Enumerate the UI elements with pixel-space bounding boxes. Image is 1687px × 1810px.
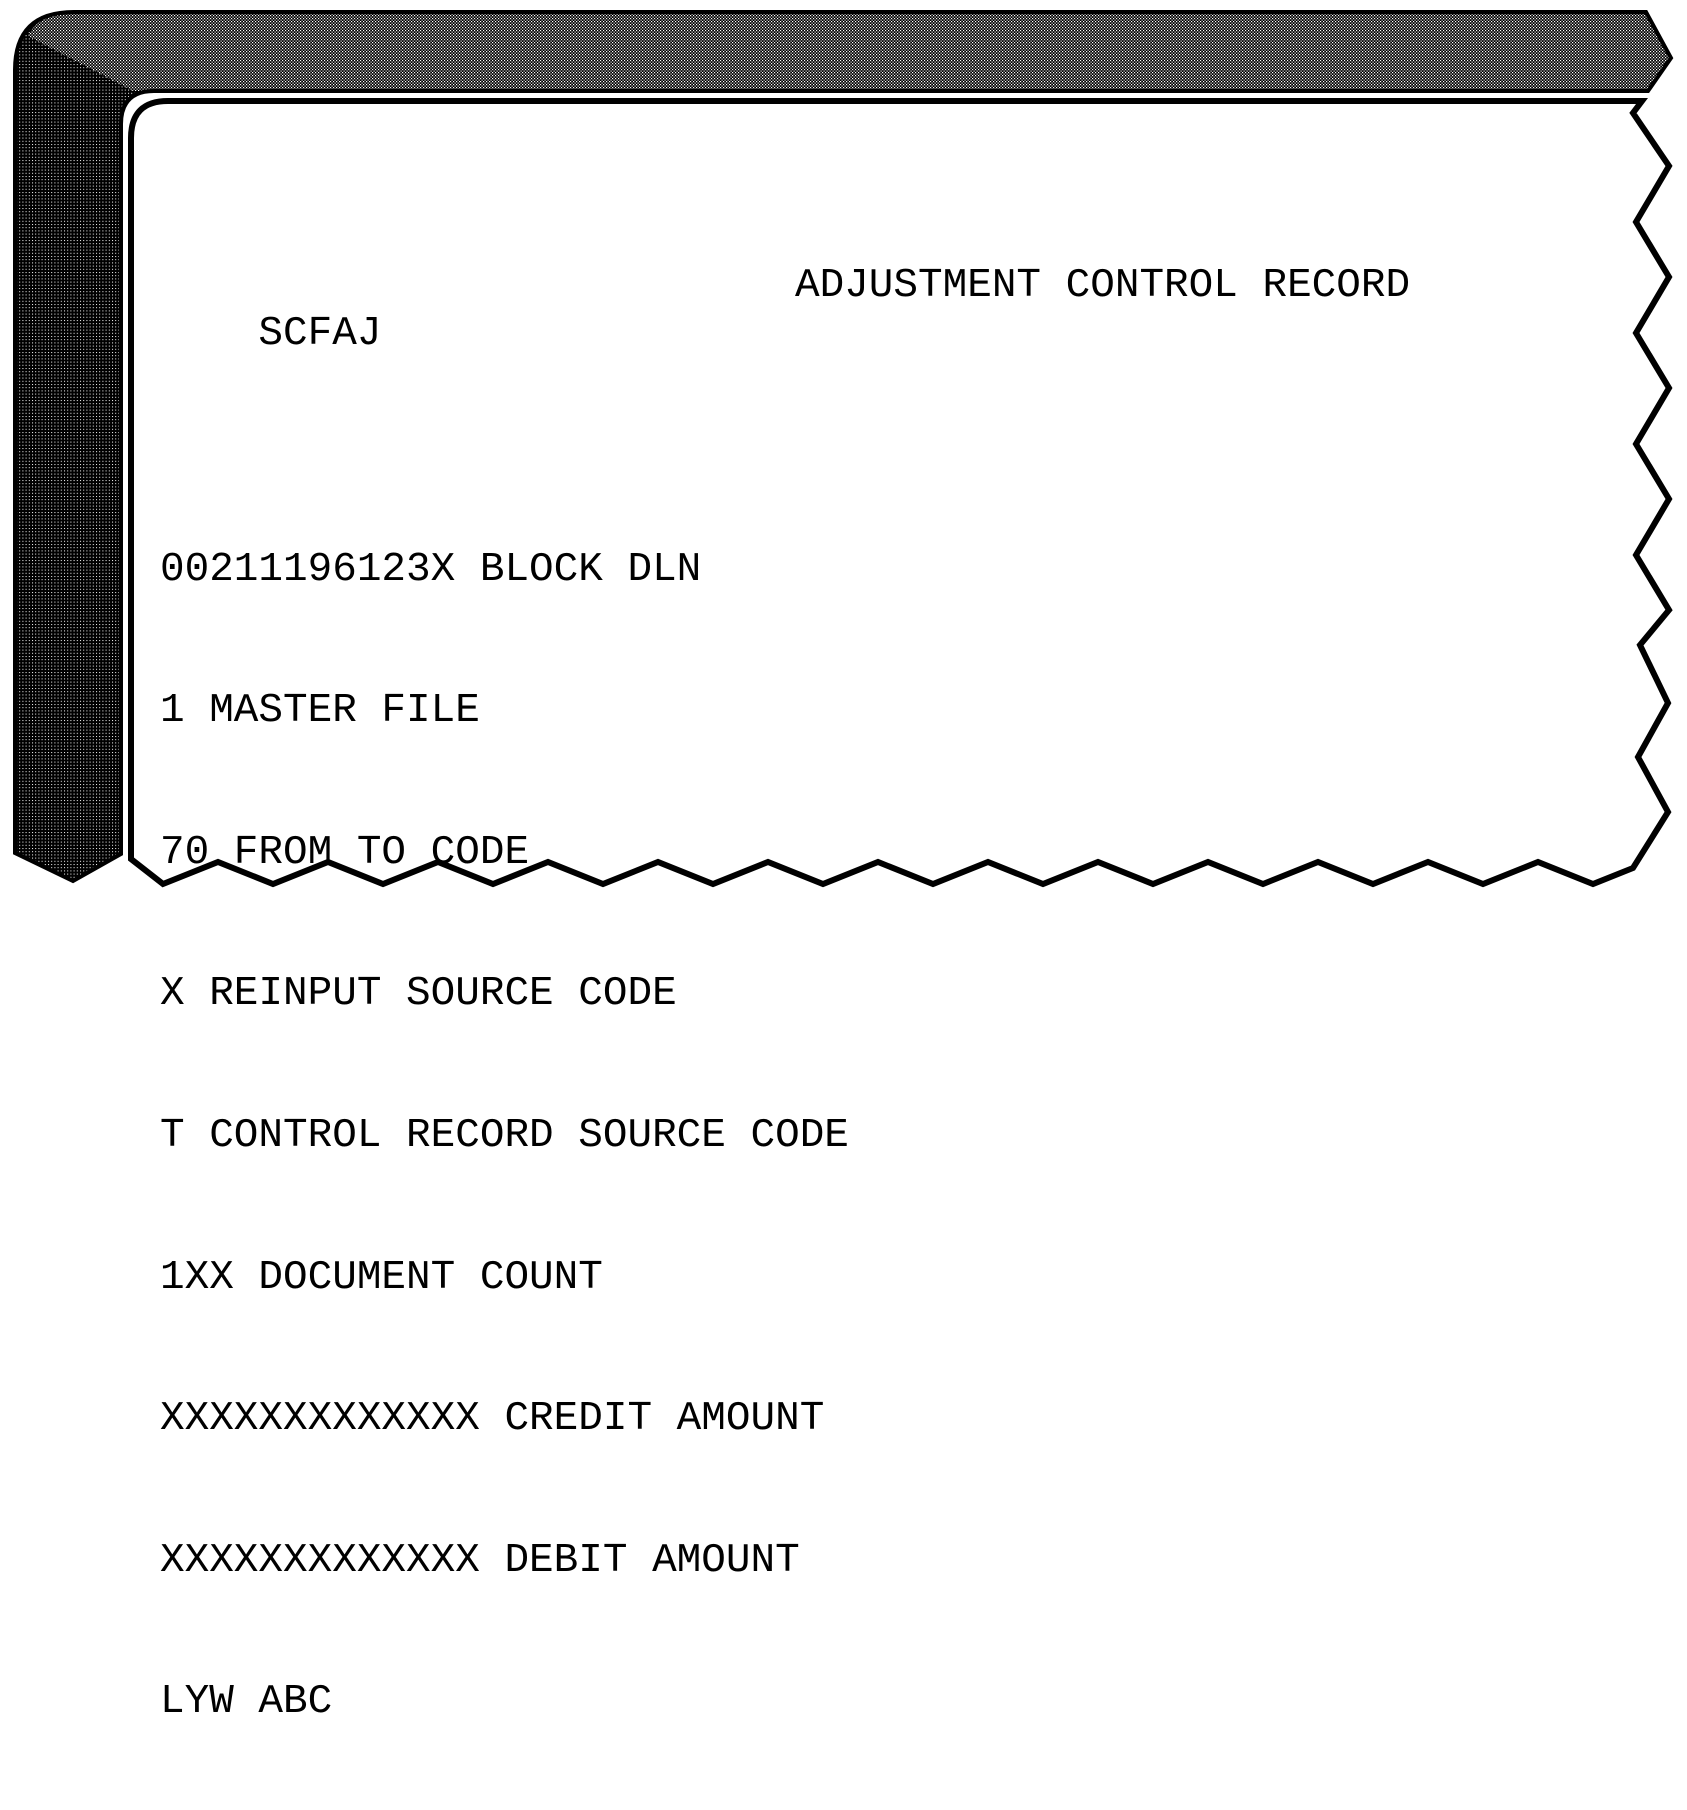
- screen-line-master-file: 1 MASTER FILE: [160, 688, 480, 735]
- command-code: SCFAJ: [258, 310, 382, 357]
- screen-line-from-to-code: 70 FROM TO CODE: [160, 829, 530, 876]
- paper-sheet: [128, 98, 1673, 888]
- screen-header-row: SCFAJ ADJUSTMENT CONTROL RECORD: [160, 263, 1410, 356]
- screen-text-block: SCFAJ ADJUSTMENT CONTROL RECORD 00211196…: [160, 169, 1410, 1810]
- screen-line-debit-amount: XXXXXXXXXXXXX DEBIT AMOUNT: [160, 1537, 800, 1584]
- decorative-frame: [13, 10, 1674, 888]
- screen-line-block-dln: 00211196123X BLOCK DLN: [160, 546, 702, 593]
- screen-line-reinput-source-code: X REINPUT SOURCE CODE: [160, 971, 677, 1018]
- bezel-outline: [13, 10, 1674, 884]
- irs-terminal-screen-figure: { "screen": { "code": "SCFAJ", "title": …: [13, 10, 1674, 1726]
- page-title: ADJUSTMENT CONTROL RECORD: [795, 263, 1411, 310]
- bezel-band-highlight: [28, 12, 1671, 91]
- screen-line-document-count: 1XX DOCUMENT COUNT: [160, 1254, 603, 1301]
- screen-line-credit-amount: XXXXXXXXXXXXX CREDIT AMOUNT: [160, 1396, 825, 1443]
- blank-line: [160, 405, 849, 452]
- screen-line-lyw-abc: LYW ABC: [160, 1679, 333, 1726]
- screen-line-control-record-source-code: T CONTROL RECORD SOURCE CODE: [160, 1112, 849, 1159]
